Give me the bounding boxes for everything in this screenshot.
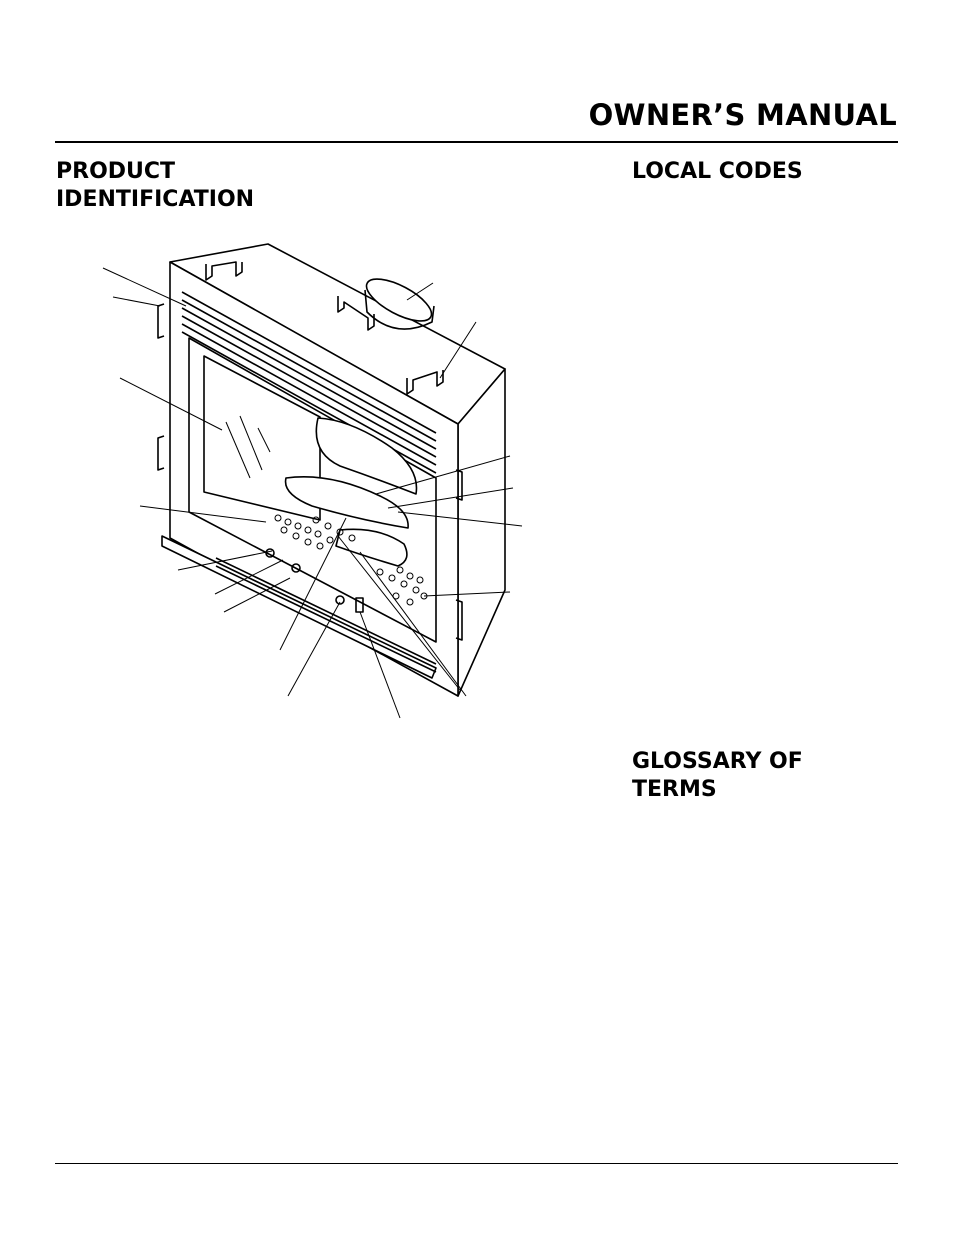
- leader-line: [439, 321, 477, 379]
- side-handle: [157, 435, 165, 471]
- leader-line: [119, 377, 223, 431]
- mounting-bracket: [406, 370, 444, 395]
- mounting-bracket: [205, 261, 243, 281]
- glass-glare: [239, 415, 263, 471]
- footer-rule: [55, 1163, 898, 1164]
- header-rule: [55, 141, 898, 143]
- louver-slat: [181, 315, 437, 458]
- control-knob: [335, 595, 345, 605]
- leader-line: [279, 517, 347, 651]
- fireplace-illustration: [102, 243, 523, 719]
- bottom-louver: [215, 565, 437, 673]
- louver-slat: [181, 291, 437, 434]
- leader-line: [387, 487, 514, 509]
- control-knob: [291, 563, 301, 573]
- leader-line: [359, 551, 467, 697]
- leader-line: [139, 505, 267, 523]
- louver-slat: [181, 307, 437, 450]
- heading-local-codes: LOCAL CODES: [632, 159, 803, 184]
- fireplace-side-panel: [457, 368, 506, 697]
- louver-slat: [181, 299, 437, 442]
- side-handle: [455, 469, 463, 501]
- leader-line: [423, 591, 511, 597]
- side-handle: [455, 599, 463, 641]
- page-header-title: OWNER’S MANUAL: [588, 98, 897, 132]
- mounting-bracket: [337, 296, 375, 331]
- gas-log-middle: [284, 476, 409, 529]
- heading-glossary-of-terms: GLOSSARY OF TERMS: [632, 749, 803, 802]
- leader-line: [214, 559, 284, 595]
- leader-line: [359, 611, 401, 719]
- glass-glare: [225, 421, 251, 479]
- side-handle: [157, 303, 165, 339]
- glass-glare: [257, 427, 271, 453]
- vent-collar-side: [364, 289, 435, 330]
- gas-log-upper: [315, 417, 418, 495]
- leader-line: [112, 296, 161, 307]
- leader-line: [337, 535, 461, 691]
- vent-collar-top: [365, 278, 433, 322]
- leader-line: [287, 601, 341, 697]
- glass-panel: [203, 355, 321, 521]
- heading-product-identification: PRODUCT IDENTIFICATION: [56, 159, 255, 212]
- control-knob: [265, 548, 275, 558]
- leader-line: [223, 577, 291, 613]
- ember-bed: [274, 514, 428, 606]
- leader-line: [375, 455, 511, 495]
- gas-log-front: [335, 528, 408, 567]
- leader-line: [177, 550, 273, 571]
- leader-line: [406, 282, 434, 301]
- bottom-trim: [161, 535, 437, 679]
- control-switch: [355, 597, 364, 613]
- leader-line: [102, 267, 187, 307]
- louver-slat: [181, 323, 437, 466]
- leader-line: [397, 511, 523, 527]
